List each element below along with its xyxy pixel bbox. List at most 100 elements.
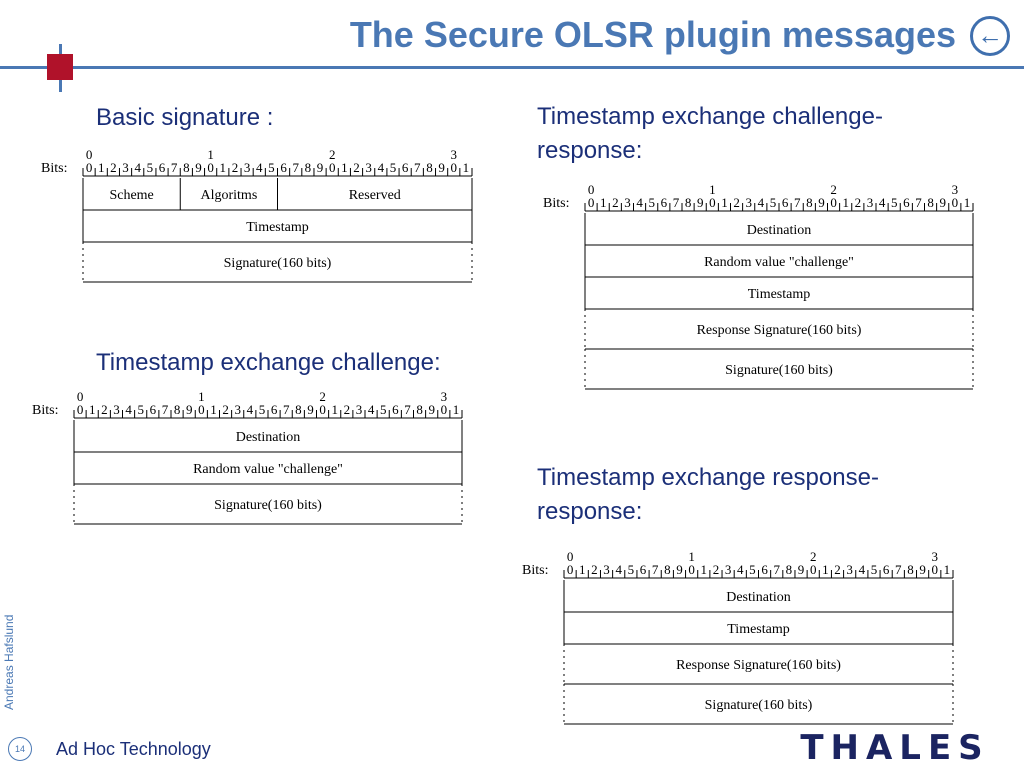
- tens-marker: 2: [329, 147, 336, 162]
- tens-marker: 3: [932, 549, 939, 564]
- bit-number: 7: [283, 402, 290, 417]
- bit-number: 0: [329, 160, 336, 175]
- bit-number: 3: [244, 160, 251, 175]
- bit-number: 2: [110, 160, 117, 175]
- author-label: Andreas Hafslund: [2, 614, 16, 710]
- bit-number: 7: [773, 562, 780, 577]
- bit-number: 2: [101, 402, 108, 417]
- bit-number: 1: [579, 562, 586, 577]
- bit-number: 2: [232, 160, 239, 175]
- bit-number: 2: [834, 562, 841, 577]
- bit-number: 0: [952, 195, 959, 210]
- field-label: Destination: [726, 590, 791, 605]
- bit-number: 8: [416, 402, 423, 417]
- thales-logo: THALES: [800, 730, 982, 762]
- bit-number: 7: [915, 195, 922, 210]
- bit-number: 1: [210, 402, 217, 417]
- bit-number: 3: [846, 562, 853, 577]
- slide-title: The Secure OLSR plugin messages: [349, 14, 956, 55]
- bit-number: 5: [137, 402, 144, 417]
- back-arrow-icon[interactable]: ←: [970, 16, 1010, 56]
- bit-number: 0: [932, 562, 939, 577]
- bit-number: 6: [640, 562, 647, 577]
- bits-label: Bits:: [543, 196, 569, 211]
- bit-number: 2: [612, 195, 619, 210]
- page-number-badge: 14: [8, 737, 32, 761]
- bit-number: 0: [688, 562, 695, 577]
- bit-number: 1: [89, 402, 96, 417]
- bit-number: 0: [567, 562, 574, 577]
- bits-label: Bits:: [41, 161, 67, 176]
- bit-number: 6: [661, 195, 668, 210]
- field-label: Reserved: [349, 188, 401, 203]
- bit-number: 5: [770, 195, 777, 210]
- bit-number: 8: [305, 160, 312, 175]
- bit-number: 4: [879, 195, 886, 210]
- bit-number: 6: [271, 402, 278, 417]
- bit-number: 0: [810, 562, 817, 577]
- bit-number: 3: [624, 195, 631, 210]
- tens-marker: 3: [952, 182, 959, 197]
- bit-number: 8: [806, 195, 813, 210]
- bit-number: 3: [603, 562, 610, 577]
- bit-number: 4: [247, 402, 254, 417]
- bit-number: 9: [939, 195, 946, 210]
- bit-number: 7: [673, 195, 680, 210]
- bit-number: 3: [234, 402, 241, 417]
- bit-number: 6: [883, 562, 890, 577]
- bit-number: 0: [86, 160, 93, 175]
- heading-challenge-response: Timestamp exchange challenge-response:: [537, 103, 883, 164]
- tens-marker: 3: [441, 389, 448, 404]
- tens-marker: 1: [198, 389, 205, 404]
- tens-marker: 0: [86, 147, 93, 162]
- bit-number: 5: [259, 402, 266, 417]
- tens-marker: 2: [810, 549, 817, 564]
- bit-number: 1: [220, 160, 227, 175]
- bit-number: 4: [378, 160, 385, 175]
- bit-number: 0: [830, 195, 837, 210]
- field-label: Response Signature(160 bits): [697, 323, 862, 338]
- bits-label: Bits:: [522, 563, 548, 578]
- bit-number: 1: [331, 402, 338, 417]
- bit-number: 6: [150, 402, 157, 417]
- tens-marker: 0: [567, 549, 574, 564]
- field-label: Algoritms: [200, 188, 257, 203]
- bit-number: 5: [871, 562, 878, 577]
- bit-number: 1: [600, 195, 607, 210]
- bit-number: 4: [134, 160, 141, 175]
- bit-number: 2: [591, 562, 598, 577]
- bit-number: 2: [855, 195, 862, 210]
- bit-number: 1: [721, 195, 728, 210]
- bit-number: 5: [628, 562, 635, 577]
- heading-challenge: Timestamp exchange challenge:: [96, 349, 441, 376]
- tens-marker: 1: [709, 182, 716, 197]
- bit-number: 7: [292, 160, 299, 175]
- tens-marker: 0: [588, 182, 595, 197]
- bit-number: 8: [786, 562, 793, 577]
- bit-number: 3: [745, 195, 752, 210]
- field-label: Signature(160 bits): [214, 498, 322, 513]
- bit-number: 1: [842, 195, 849, 210]
- bit-number: 2: [222, 402, 229, 417]
- bit-number: 0: [441, 402, 448, 417]
- bit-number: 3: [122, 160, 129, 175]
- bit-number: 1: [701, 562, 708, 577]
- bit-number: 3: [725, 562, 732, 577]
- bit-number: 0: [709, 195, 716, 210]
- bit-number: 5: [891, 195, 898, 210]
- field-label: Destination: [236, 430, 301, 445]
- title-rule: [0, 66, 1024, 69]
- tens-marker: 2: [830, 182, 837, 197]
- bit-number: 8: [907, 562, 914, 577]
- bit-number: 7: [794, 195, 801, 210]
- bit-number: 0: [588, 195, 595, 210]
- bit-number: 9: [919, 562, 926, 577]
- bit-number: 0: [77, 402, 84, 417]
- bit-number: 9: [697, 195, 704, 210]
- tens-marker: 0: [77, 389, 84, 404]
- bit-number: 2: [733, 195, 740, 210]
- bits-label: Bits:: [32, 403, 58, 418]
